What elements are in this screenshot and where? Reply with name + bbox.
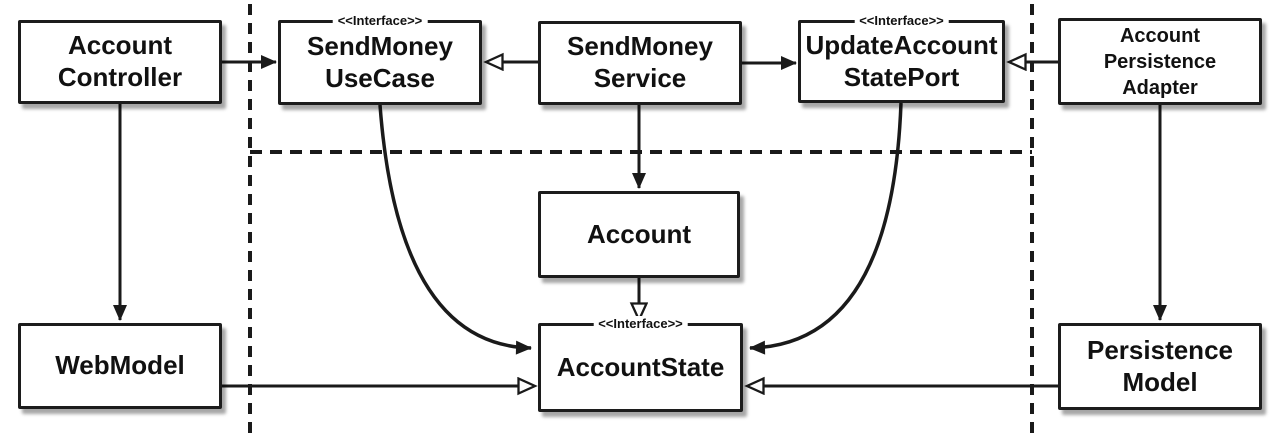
box-account: Account (538, 191, 740, 278)
box-updateaccount-stateport: <<Interface>> UpdateAccount StatePort (798, 13, 1005, 103)
box-accountstate: <<Interface>> AccountState (538, 316, 743, 412)
box-label: Account Persistence Adapter (1103, 24, 1217, 99)
box-label: WebModel (55, 350, 185, 381)
stereotype-label: <<Interface>> (332, 13, 428, 28)
edge-usecase-to-accountstate (378, 104, 532, 355)
box-label: Account (587, 218, 691, 249)
stereotype-label: <<Interface>> (854, 13, 949, 28)
stereotype-label: <<Interface>> (593, 316, 688, 331)
box-label: AccountState (556, 351, 725, 382)
box-webmodel: WebModel (18, 323, 222, 409)
edge-stateport-to-accountstate (749, 102, 903, 355)
box-label: Account Controller (57, 30, 183, 92)
box-account-persistence-adapter: Account Persistence Adapter (1058, 18, 1262, 105)
box-label: UpdateAccount StatePort (805, 29, 998, 92)
box-sendmoney-service: SendMoney Service (538, 21, 742, 105)
box-label: Persistence Model (1087, 334, 1233, 397)
box-persistence-model: Persistence Model (1058, 323, 1262, 410)
box-label: SendMoney UseCase (307, 30, 453, 93)
box-label: SendMoney Service (567, 31, 713, 93)
box-sendmoney-usecase: <<Interface>> SendMoney UseCase (278, 13, 482, 105)
box-account-controller: Account Controller (18, 20, 222, 104)
